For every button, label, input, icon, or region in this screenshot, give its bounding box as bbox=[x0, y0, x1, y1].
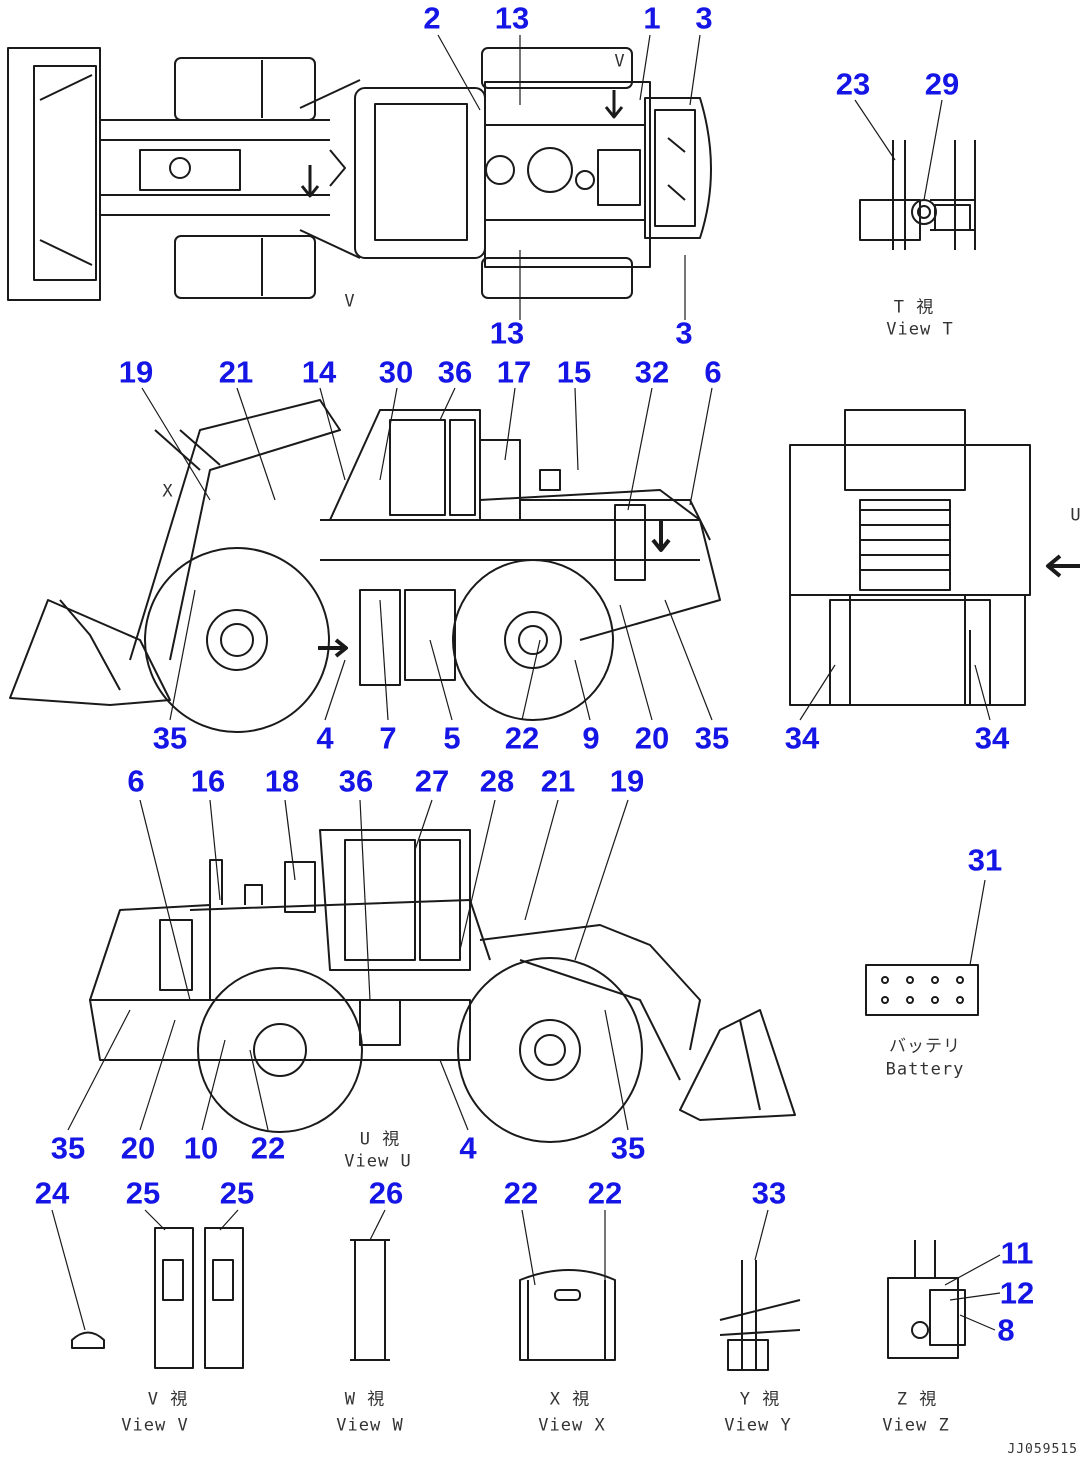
callout-31: 31 bbox=[967, 842, 1003, 878]
callout-35: 35 bbox=[152, 720, 188, 756]
callout-4: 4 bbox=[316, 720, 334, 756]
view-t-detail bbox=[859, 140, 976, 250]
view-v-caption: View V bbox=[121, 1415, 189, 1436]
callout-35: 35 bbox=[694, 720, 730, 756]
view-w-caption: View W bbox=[336, 1415, 404, 1436]
callout-7: 7 bbox=[379, 720, 397, 756]
view-x-detail bbox=[519, 1269, 616, 1361]
callout-25: 25 bbox=[219, 1175, 255, 1211]
leader-lines bbox=[51, 34, 1001, 1331]
callout-22: 22 bbox=[250, 1130, 286, 1166]
view-y-caption: View Y bbox=[724, 1415, 792, 1436]
callout-32: 32 bbox=[634, 354, 670, 390]
view-mark-u: U bbox=[1070, 505, 1082, 526]
callout-4: 4 bbox=[459, 1130, 477, 1166]
callout-17: 17 bbox=[496, 354, 532, 390]
callout-14: 14 bbox=[301, 354, 337, 390]
callout-1: 1 bbox=[643, 0, 661, 36]
view-u-caption-jp: U 視 bbox=[359, 1129, 401, 1150]
callout-13: 13 bbox=[494, 0, 530, 36]
view-z-caption: View Z bbox=[882, 1415, 950, 1436]
callout-19: 19 bbox=[118, 354, 154, 390]
callout-25: 25 bbox=[125, 1175, 161, 1211]
callout-10: 10 bbox=[183, 1130, 219, 1166]
view-x-caption-jp: X 視 bbox=[549, 1389, 591, 1410]
callout-2: 2 bbox=[423, 0, 441, 36]
view-v-detail bbox=[71, 1227, 244, 1369]
callout-6: 6 bbox=[704, 354, 722, 390]
callout-9: 9 bbox=[582, 720, 600, 756]
callout-11: 11 bbox=[1000, 1235, 1034, 1271]
view-x-caption: View X bbox=[538, 1415, 606, 1436]
right-side-view-machine bbox=[89, 829, 796, 1143]
battery-caption: Battery bbox=[885, 1059, 965, 1080]
callout-28: 28 bbox=[479, 763, 515, 799]
view-v-caption-jp: V 視 bbox=[147, 1389, 189, 1410]
view-y-caption-jp: Y 視 bbox=[739, 1389, 781, 1410]
callout-8: 8 bbox=[997, 1312, 1015, 1348]
callout-19: 19 bbox=[609, 763, 645, 799]
view-w-caption-jp: W 視 bbox=[344, 1389, 386, 1410]
rear-view-machine bbox=[789, 409, 1080, 706]
callout-24: 24 bbox=[34, 1175, 70, 1211]
top-view-machine bbox=[7, 47, 712, 301]
callout-3: 3 bbox=[675, 315, 693, 351]
view-y-detail bbox=[719, 1260, 801, 1371]
callout-20: 20 bbox=[120, 1130, 156, 1166]
view-w-detail bbox=[350, 1239, 390, 1361]
drawing-code: JJ059515 bbox=[1007, 1442, 1078, 1457]
battery-detail bbox=[865, 964, 979, 1016]
callout-36: 36 bbox=[338, 763, 374, 799]
callout-21: 21 bbox=[540, 763, 576, 799]
callout-23: 23 bbox=[835, 66, 871, 102]
callout-36: 36 bbox=[437, 354, 473, 390]
callout-3: 3 bbox=[695, 0, 713, 36]
callout-35: 35 bbox=[610, 1130, 646, 1166]
callout-27: 27 bbox=[414, 763, 450, 799]
callout-12: 12 bbox=[999, 1275, 1035, 1311]
view-z-caption-jp: Z 視 bbox=[896, 1389, 938, 1410]
callout-20: 20 bbox=[634, 720, 670, 756]
view-t-caption-jp: T 視 bbox=[893, 297, 935, 318]
callout-6: 6 bbox=[127, 763, 145, 799]
callout-26: 26 bbox=[368, 1175, 404, 1211]
callout-35: 35 bbox=[50, 1130, 86, 1166]
callout-34: 34 bbox=[784, 720, 820, 756]
callout-33: 33 bbox=[751, 1175, 787, 1211]
view-mark-v: V bbox=[344, 291, 356, 312]
callout-30: 30 bbox=[378, 354, 414, 390]
left-side-view-machine bbox=[9, 399, 721, 733]
callout-22: 22 bbox=[587, 1175, 623, 1211]
callout-18: 18 bbox=[264, 763, 300, 799]
callout-16: 16 bbox=[190, 763, 226, 799]
callout-21: 21 bbox=[218, 354, 254, 390]
callout-29: 29 bbox=[924, 66, 960, 102]
view-t-caption: View T bbox=[886, 319, 954, 340]
view-mark-x: X bbox=[162, 481, 174, 502]
callout-22: 22 bbox=[503, 1175, 539, 1211]
callout-5: 5 bbox=[443, 720, 461, 756]
callout-15: 15 bbox=[556, 354, 592, 390]
callout-13: 13 bbox=[489, 315, 525, 351]
battery-caption-jp: バッテリ bbox=[889, 1036, 961, 1057]
callout-22: 22 bbox=[504, 720, 540, 756]
view-u-caption: View U bbox=[344, 1151, 412, 1172]
callout-34: 34 bbox=[974, 720, 1010, 756]
view-mark-v: V bbox=[614, 51, 626, 72]
